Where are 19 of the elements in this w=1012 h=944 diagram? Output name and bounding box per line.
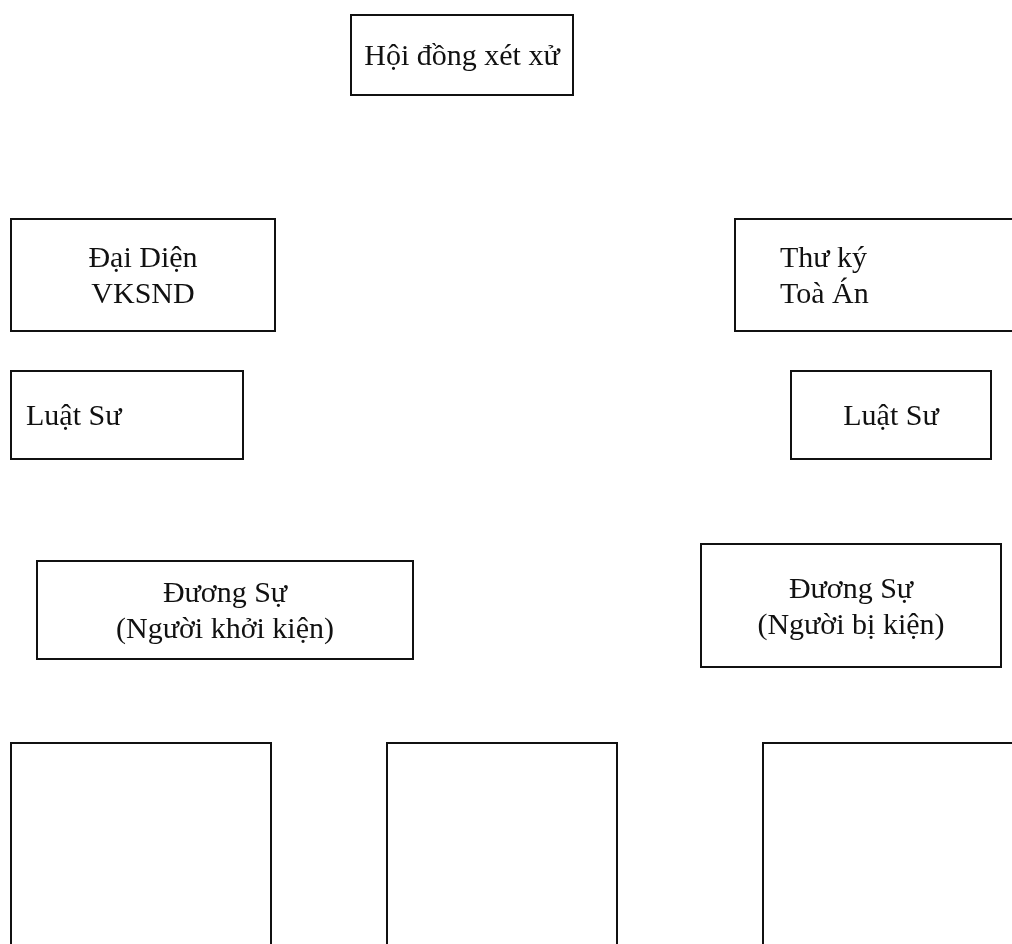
node-text: Luật Sư xyxy=(843,397,939,433)
node-text: Luật Sư xyxy=(26,397,122,433)
label-box xyxy=(10,370,244,460)
node-text: Đương Sự xyxy=(788,569,914,606)
label-box xyxy=(10,218,276,332)
label-box xyxy=(350,14,574,96)
node-text: Đương Sự xyxy=(162,574,288,610)
empty-box xyxy=(386,742,618,944)
label-box xyxy=(700,543,1002,668)
empty-box xyxy=(762,742,1012,944)
node-text: Hội đồng xét xử xyxy=(364,37,560,73)
label-box xyxy=(734,218,1012,332)
node-text: (Người bị kiện) xyxy=(757,605,945,642)
label-box xyxy=(36,560,414,660)
node-text: Đại Diện VKSND xyxy=(87,239,199,311)
node-text: (Người khởi kiện) xyxy=(116,610,334,646)
node-text: Thư ký Toà Án xyxy=(780,239,870,311)
label-box xyxy=(790,370,992,460)
empty-box xyxy=(10,742,272,944)
